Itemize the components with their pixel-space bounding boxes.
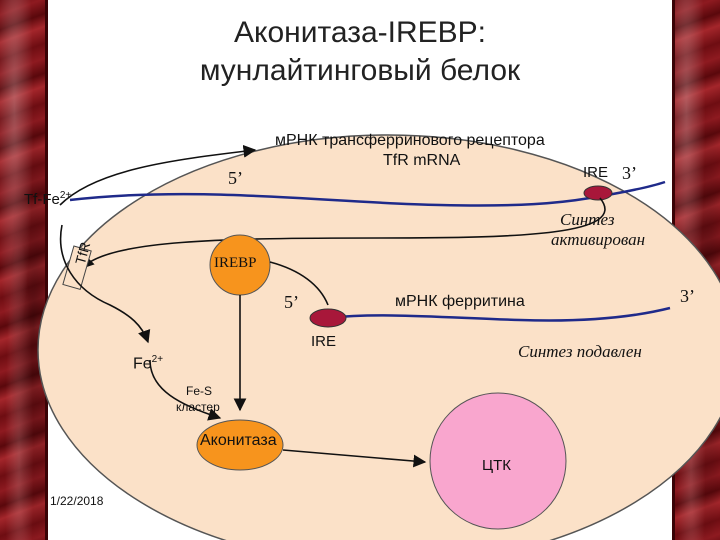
fe-charge: 2+	[151, 354, 164, 365]
irebp-binding-arc	[269, 261, 329, 306]
tfr-receptor	[62, 245, 92, 291]
aconitase-to-tca-arrow	[282, 449, 427, 468]
tf-fe-label: Tf-Fe2+	[24, 190, 71, 208]
tca-cycle	[429, 392, 567, 530]
synthesis-suppressed-label: Синтез подавлен	[518, 342, 642, 361]
ire-top-label: IRE	[583, 164, 609, 181]
fe-to-aconitase-curve	[149, 359, 222, 421]
three-prime-mid-label: 3’	[680, 286, 695, 306]
fes-cluster-line1: Fe-S	[186, 384, 213, 398]
synthesis-activated-line1: Синтез	[560, 210, 615, 229]
ferritin-ire-element	[309, 308, 347, 328]
ire-mid-label: IRE	[311, 333, 337, 350]
title-line-2: мунлайтинговый белок	[199, 54, 521, 87]
five-prime-mid-label: 5’	[284, 292, 299, 312]
slide-date: 1/22/2018	[50, 494, 104, 508]
aconitase-protein	[196, 419, 284, 471]
iron-release-arrow	[59, 224, 151, 344]
tf-fe-charge: 2+	[59, 190, 72, 201]
synthesis-activated-line2: активирован	[551, 230, 646, 249]
slide-title: Аконитаза-IREBP: мунлайтинговый белок	[48, 14, 672, 90]
title-line-1: Аконитаза-IREBP:	[233, 16, 487, 49]
fe-text: Fe	[133, 355, 152, 373]
ferritin-mrna-label: мРНК ферритина	[395, 293, 525, 310]
tca-label: ЦТК	[482, 457, 511, 474]
left-decorative-border	[0, 0, 48, 540]
activation-curve	[81, 197, 606, 269]
three-prime-top-label: 3’	[622, 163, 637, 183]
upper-pathway-curve	[59, 144, 257, 206]
fe-label: Fe2+	[133, 354, 163, 373]
tfr-mrna-en-label: TfR mRNA	[383, 152, 461, 169]
tfr-mrna-ru-label: мРНК трансферринового рецептора	[275, 132, 545, 149]
five-prime-top-label: 5’	[228, 168, 243, 188]
tf-fe-text: Tf-Fe	[24, 191, 60, 208]
tfr-ire-element	[583, 185, 613, 201]
irebp-label: IREBP	[214, 255, 257, 271]
ferritin-mrna-strand	[329, 306, 671, 322]
fes-cluster-line2: кластер	[176, 400, 220, 414]
aconitase-label: Аконитаза	[200, 432, 277, 449]
